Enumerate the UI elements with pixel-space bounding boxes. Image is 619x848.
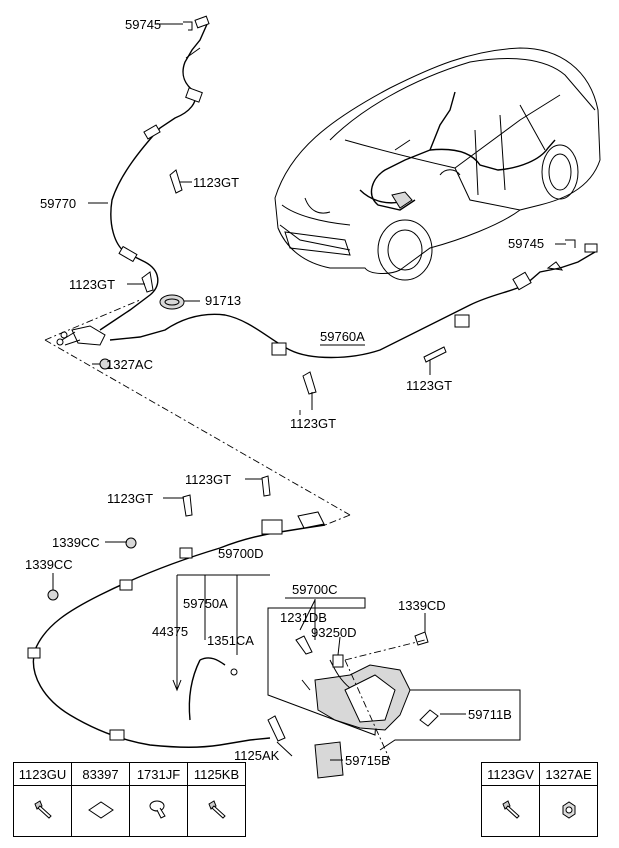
pedal-assembly-59700c	[267, 597, 521, 779]
label-1125ak: 1125AK	[234, 748, 280, 763]
connector-59745-right	[565, 239, 598, 253]
legend-table-left: 1123GU 83397 1731JF 1125KB	[13, 762, 246, 837]
legend-header: 1123GU	[13, 762, 72, 786]
legend-table-right: 1123GV 1327AE	[481, 762, 598, 837]
legend-icon-cell	[481, 785, 540, 837]
label-59700d: 59700D	[218, 546, 264, 561]
bolt-icon	[501, 799, 520, 819]
nut-icon	[562, 800, 575, 819]
label-91713: 91713	[205, 293, 241, 308]
junction-left	[56, 325, 106, 346]
label-59745-right: 59745	[508, 236, 544, 251]
label-59745-top: 59745	[125, 17, 161, 32]
label-1123gt-e: 1123GT	[185, 472, 231, 487]
legend-header: 83397	[71, 762, 130, 786]
label-59700c: 59700C	[292, 582, 338, 597]
label-1327ac: 1327AC	[106, 357, 153, 372]
connector-59745-top	[183, 15, 210, 31]
bolt-icon	[33, 799, 52, 819]
car-illustration	[274, 47, 601, 281]
label-93250d: 93250D	[311, 625, 357, 640]
label-1123gt-a: 1123GT	[193, 175, 239, 190]
bolt-icon	[207, 799, 226, 819]
label-59760a: 59760A	[320, 329, 365, 344]
grommet-91713	[159, 294, 185, 310]
bolts-lower	[47, 475, 271, 601]
label-59711b: 59711B	[468, 707, 512, 722]
legend-header: 1731JF	[129, 762, 188, 786]
label-59750a: 59750A	[183, 596, 228, 611]
legend-icon-cell	[71, 785, 130, 837]
legend-icon-cell	[13, 785, 72, 837]
cable-59770	[99, 21, 209, 331]
cable-59700d	[27, 511, 326, 748]
cable-59760a	[109, 251, 596, 359]
label-44375: 44375	[152, 624, 188, 639]
pad-icon	[87, 800, 114, 819]
legend-icon-cell	[187, 785, 246, 837]
label-1339cd: 1339CD	[398, 598, 446, 613]
clip-icon	[149, 800, 166, 819]
label-1123gt-f: 1123GT	[107, 491, 153, 506]
legend-icon-cell	[539, 785, 598, 837]
label-1351ca: 1351CA	[207, 633, 254, 648]
label-59770: 59770	[40, 196, 76, 211]
bolts-upper	[99, 169, 447, 395]
leader-lines	[52, 23, 566, 761]
legend-header: 1327AE	[539, 762, 598, 786]
legend-header: 1123GV	[481, 762, 540, 786]
legend-icon-cell	[129, 785, 188, 837]
legend-header: 1125KB	[187, 762, 246, 786]
label-1123gt-d: 1123GT	[290, 416, 336, 431]
label-1339cc-a: 1339CC	[52, 535, 100, 550]
label-1339cc-b: 1339CC	[25, 557, 73, 572]
label-1123gt-c: 1123GT	[406, 378, 452, 393]
label-1231db: 1231DB	[280, 610, 327, 625]
label-1123gt-b: 1123GT	[69, 277, 115, 292]
label-59715b: 59715B	[345, 753, 390, 768]
